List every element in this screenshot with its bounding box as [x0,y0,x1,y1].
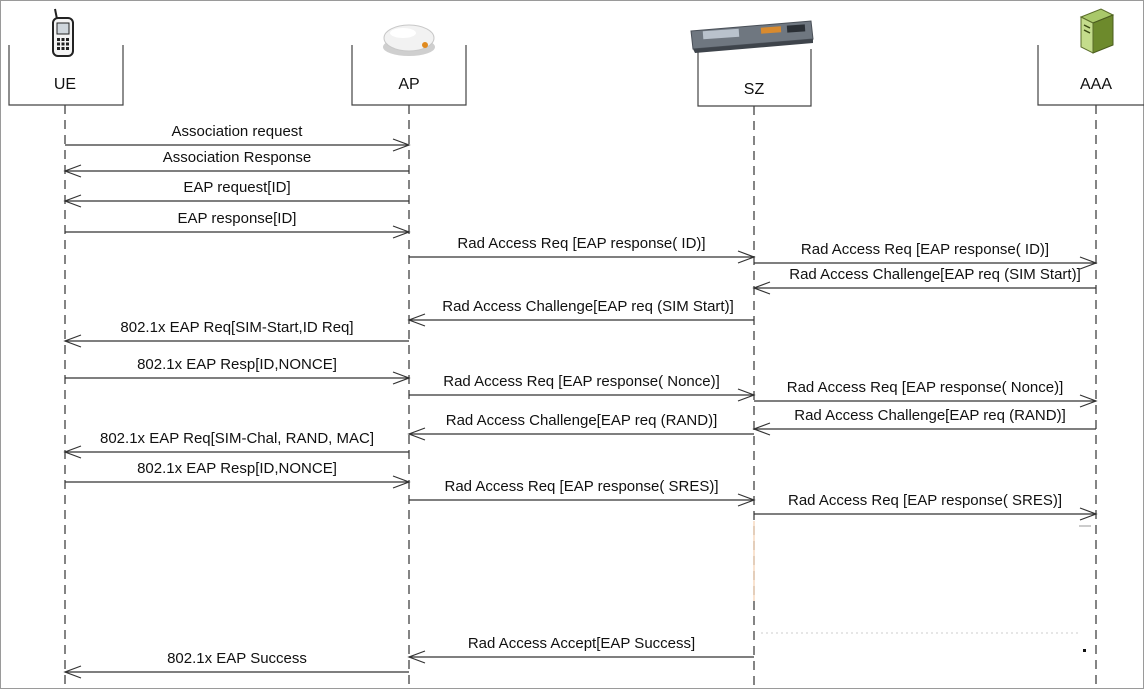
message-label: Rad Access Req [EAP response( SRES)] [444,478,718,495]
message-label: 802.1x EAP Req[SIM-Start,ID Req] [120,319,353,336]
message-arrowhead [1079,256,1098,270]
message-8: Rad Access Challenge[EAP req (SIM Start)… [407,298,754,327]
message-6: Rad Access Req [EAP response( ID)] [754,241,1098,270]
message-arrowhead [392,475,411,489]
message-17: Rad Access Req [EAP response( SRES)] [409,478,756,507]
message-label: 802.1x EAP Resp[ID,NONCE] [137,460,337,477]
message-19: Rad Access Accept[EAP Success] [407,635,754,664]
entity-box-aaa [1037,45,1144,106]
smartzone-controller-icon [690,20,814,53]
message-label: Rad Access Challenge[EAP req (SIM Start)… [789,266,1081,283]
message-arrowhead [407,427,426,441]
message-label: Rad Access Req [EAP response( ID)] [801,241,1049,258]
entity-ap: AP [351,45,467,106]
message-label: Rad Access Req [EAP response( ID)] [457,235,705,252]
message-10: 802.1x EAP Resp[ID,NONCE] [65,356,411,385]
message-15: 802.1x EAP Req[SIM-Chal, RAND, MAC] [63,430,409,459]
message-arrowhead [407,650,426,664]
message-label: Rad Access Accept[EAP Success] [468,635,695,652]
entity-box-sz [697,49,812,107]
entity-box-ap [351,45,467,106]
message-label: EAP response[ID] [178,210,297,227]
entity-label-aaa: AAA [1080,76,1112,93]
entity-box-ue [8,45,124,106]
message-label: 802.1x EAP Success [167,650,307,667]
entity-ue: UE [8,45,124,106]
message-16: 802.1x EAP Resp[ID,NONCE] [65,460,411,489]
message-7: Rad Access Challenge[EAP req (SIM Start)… [752,266,1096,295]
message-3: EAP request[ID] [63,179,409,208]
message-4: EAP response[ID] [65,210,411,239]
access-point-icon [383,24,435,56]
message-arrowhead [63,665,82,679]
message-18: Rad Access Req [EAP response( SRES)] [754,492,1098,521]
message-label: Rad Access Challenge[EAP req (SIM Start)… [442,298,734,315]
entity-sz: SZ [697,49,812,107]
server-tower-icon [1079,8,1115,54]
message-12: Rad Access Req [EAP response( Nonce)] [754,379,1098,408]
message-label: Rad Access Req [EAP response( Nonce)] [787,379,1064,396]
message-label: Association request [172,123,304,140]
entity-label-ap: AP [398,76,419,93]
message-arrowhead [737,388,756,402]
message-label: Rad Access Challenge[EAP req (RAND)] [794,407,1066,424]
message-label: 802.1x EAP Req[SIM-Chal, RAND, MAC] [100,430,374,447]
faint-marks [753,521,1091,652]
message-arrowhead [752,422,771,436]
message-arrowhead [752,281,771,295]
message-arrowhead [1079,394,1098,408]
message-label: EAP request[ID] [183,179,290,196]
message-9: 802.1x EAP Req[SIM-Start,ID Req] [63,319,409,348]
message-label: 802.1x EAP Resp[ID,NONCE] [137,356,337,373]
message-arrowhead [407,313,426,327]
message-1: Association request [65,123,411,152]
message-arrowhead [63,194,82,208]
message-arrowhead [392,371,411,385]
message-arrowhead [737,493,756,507]
message-2: Association Response [63,149,409,178]
message-5: Rad Access Req [EAP response( ID)] [409,235,756,264]
message-arrowhead [737,250,756,264]
entity-label-ue: UE [54,76,76,93]
message-label: Rad Access Req [EAP response( SRES)] [788,492,1062,509]
mobile-phone-icon [52,8,74,57]
entity-aaa: AAA [1037,45,1144,106]
message-arrowhead [63,334,82,348]
message-arrowhead [63,164,82,178]
entity-label-sz: SZ [744,81,765,98]
message-label: Rad Access Req [EAP response( Nonce)] [443,373,720,390]
message-label: Association Response [163,149,311,166]
message-13: Rad Access Challenge[EAP req (RAND)] [752,407,1096,436]
message-11: Rad Access Req [EAP response( Nonce)] [409,373,756,402]
message-arrowhead [392,225,411,239]
message-arrowhead [63,445,82,459]
message-arrowhead [1079,507,1098,521]
message-arrowhead [392,138,411,152]
message-label: Rad Access Challenge[EAP req (RAND)] [446,412,718,429]
message-14: Rad Access Challenge[EAP req (RAND)] [407,412,754,441]
message-20: 802.1x EAP Success [63,650,409,679]
